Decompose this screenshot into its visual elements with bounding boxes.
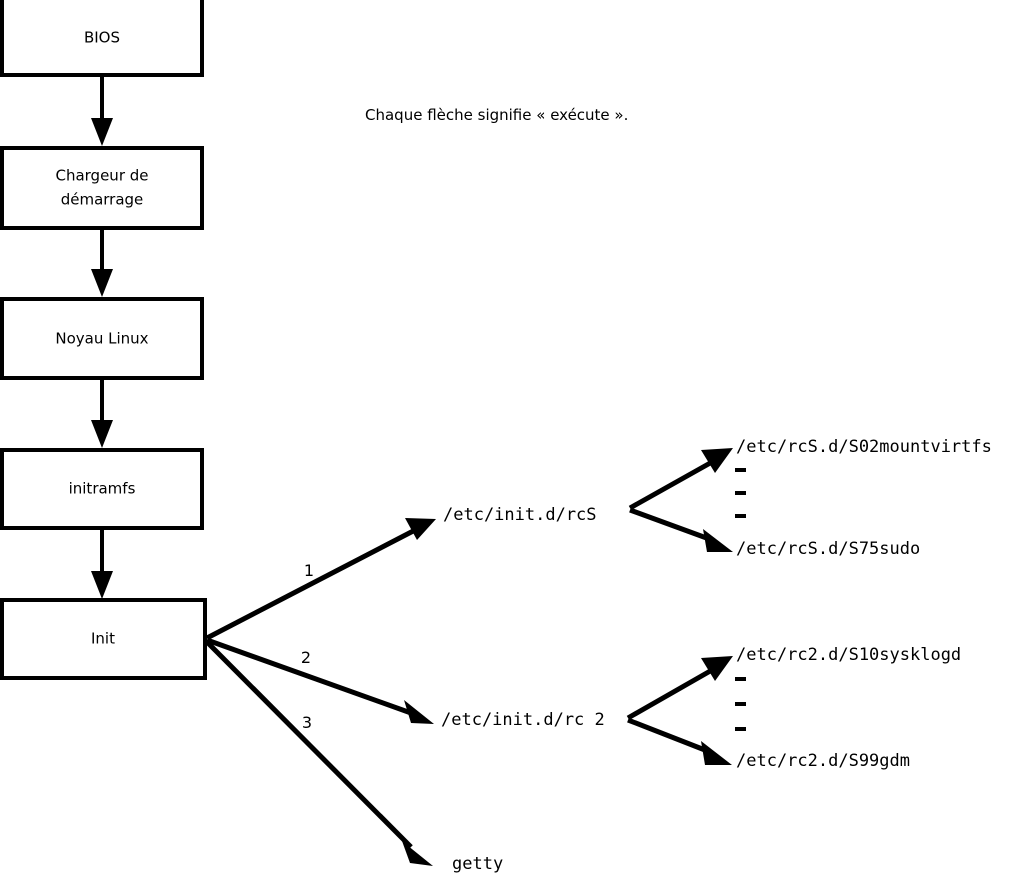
ellipsis-dash <box>735 702 746 706</box>
branch-2-arrow: 2 <box>206 637 434 724</box>
rcs-first-script-label: /etc/rcS.d/S02mountvirtfs <box>736 437 992 457</box>
fan-line <box>627 717 711 755</box>
arrow-head-icon <box>91 420 113 448</box>
arrow-head-icon <box>402 841 433 866</box>
ellipsis-dash <box>735 727 746 731</box>
node-bios: BIOS <box>0 0 204 77</box>
init-box <box>0 598 207 680</box>
rcs-fan-upper-arrow <box>628 448 733 511</box>
arrow-head-icon <box>701 656 733 681</box>
initramfs-box <box>0 448 204 530</box>
node-init: Init <box>0 598 207 680</box>
rc2-first-script-label: /etc/rc2.d/S10sysklogd <box>736 645 961 665</box>
fan-line <box>206 637 412 716</box>
node-initramfs: initramfs <box>0 448 204 530</box>
bootloader-label-line2: démarrage <box>61 191 144 209</box>
initramfs-label: initramfs <box>69 480 136 498</box>
arrow-head-icon <box>91 571 113 599</box>
rc2-last-script-label: /etc/rc2.d/S99gdm <box>736 751 910 771</box>
connector-bios-to-bootloader <box>91 75 113 146</box>
arrow-head-icon <box>91 118 113 146</box>
arrow-head-icon <box>91 269 113 297</box>
fan-line <box>629 507 713 543</box>
rcs-ellipsis <box>735 468 746 518</box>
fan-line <box>628 459 714 511</box>
node-bootloader: Chargeur de démarrage <box>0 146 204 230</box>
ellipsis-dash <box>735 491 746 495</box>
ellipsis-dash <box>735 468 746 472</box>
fan-line <box>626 667 714 721</box>
rc2-fan-lower-arrow <box>627 717 732 765</box>
arrow-head-icon <box>703 529 733 552</box>
arrow-head-icon <box>405 518 436 540</box>
branch-3-number: 3 <box>302 713 312 732</box>
branch-1-target-label: /etc/init.d/rcS <box>443 505 597 525</box>
connector-initramfs-to-init <box>91 528 113 599</box>
ellipsis-dash <box>735 514 746 518</box>
branch-2-number: 2 <box>301 648 311 667</box>
fan-line <box>205 640 413 849</box>
connector-kernel-to-initramfs <box>91 378 113 448</box>
rc2-fan-upper-arrow <box>626 656 733 721</box>
bootloader-label-line1: Chargeur de <box>55 167 148 185</box>
bios-box <box>0 0 204 77</box>
ellipsis-dash <box>735 677 746 681</box>
bios-label: BIOS <box>84 29 120 47</box>
branch-1-number: 1 <box>304 561 314 580</box>
branch-2-target-label: /etc/init.d/rc 2 <box>441 710 605 730</box>
node-kernel: Noyau Linux <box>0 297 204 380</box>
arrow-head-icon <box>701 448 733 473</box>
kernel-label: Noyau Linux <box>55 330 148 348</box>
fan-line <box>205 525 421 641</box>
init-label: Init <box>91 630 115 648</box>
branch-3-arrow: 3 <box>205 640 433 866</box>
branch-3-target-label: getty <box>452 854 503 874</box>
rcs-last-script-label: /etc/rcS.d/S75sudo <box>736 539 920 559</box>
arrow-head-icon <box>404 700 434 724</box>
connector-bootloader-to-kernel <box>91 228 113 297</box>
arrow-head-icon <box>701 741 732 765</box>
branch-1-arrow: 1 <box>205 518 436 641</box>
bootloader-box <box>0 146 204 230</box>
rc2-ellipsis <box>735 677 746 731</box>
caption-text: Chaque flèche signifie « exécute ». <box>365 106 628 124</box>
rcs-fan-lower-arrow <box>629 507 733 552</box>
